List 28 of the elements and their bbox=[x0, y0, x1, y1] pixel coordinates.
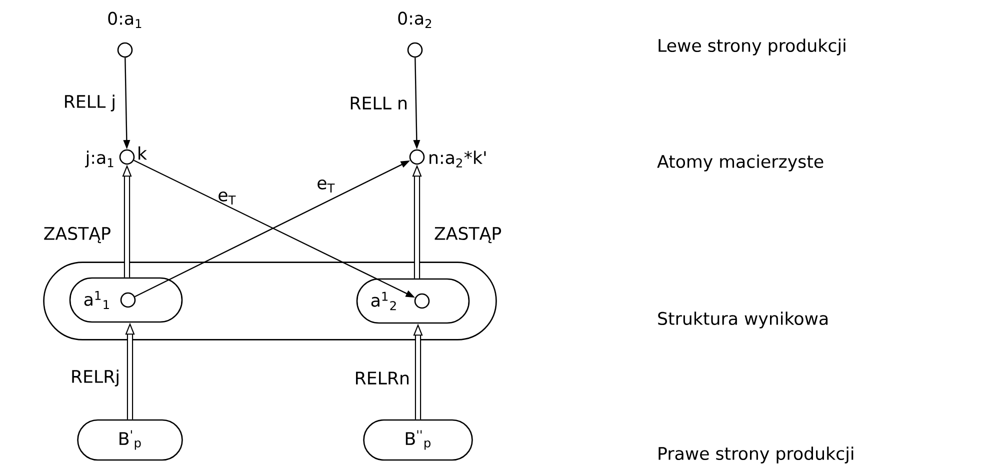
node-label: 0:a$_{1}$ bbox=[108, 12, 142, 28]
edge-label: RELRj bbox=[72, 370, 118, 386]
edge-label: e$_{T}$ bbox=[218, 191, 236, 205]
edge-label: RELRn bbox=[356, 372, 409, 384]
node-label: k bbox=[138, 146, 147, 160]
small-circle bbox=[120, 292, 136, 308]
row-label: Prawe strony produkcji bbox=[658, 446, 854, 464]
node-label: j:a$_{1}$ bbox=[85, 150, 114, 168]
edge-label: e$_{T}$ bbox=[318, 179, 335, 193]
row-label: Lewe strony produkcji bbox=[658, 38, 846, 56]
rounded-box: a$^{1}$1 bbox=[69, 277, 183, 323]
node-label: n:a$_{2}$*k' bbox=[430, 150, 486, 168]
rounded-box: B$^{''}$p bbox=[363, 419, 473, 461]
edge-label: RELL j bbox=[65, 94, 114, 112]
small-circle bbox=[119, 149, 135, 165]
small-circle bbox=[414, 293, 430, 309]
edge-label: RELL n bbox=[350, 96, 407, 110]
small-circle bbox=[117, 42, 133, 58]
node-label: 0:a$_{2}$ bbox=[398, 12, 432, 28]
small-circle bbox=[409, 149, 425, 165]
small-circle bbox=[407, 42, 423, 58]
row-label: Struktura wynikowa bbox=[658, 312, 828, 328]
row-label: Atomy macierzyste bbox=[657, 154, 824, 172]
edge-label: ZASTĄP bbox=[434, 226, 502, 244]
rounded-box: B$^{'}$p bbox=[77, 419, 183, 461]
rounded-box: a$^{1}$2 bbox=[356, 278, 470, 324]
edge-label: ZASTĄP bbox=[44, 226, 110, 244]
rounded-box bbox=[43, 262, 497, 340]
